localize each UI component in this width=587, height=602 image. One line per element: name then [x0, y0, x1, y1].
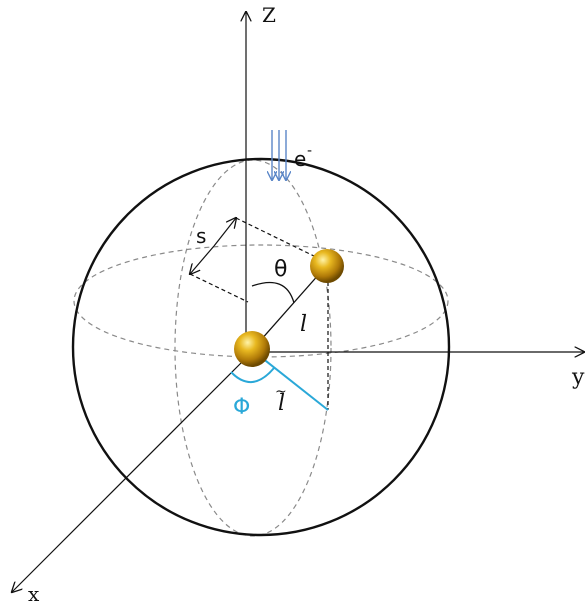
z-axis-label: Z: [262, 3, 276, 27]
phi-arc: [230, 367, 275, 383]
x-axis: [12, 351, 253, 592]
phi-label: Φ: [233, 395, 250, 420]
electron-charge-label: -: [307, 143, 312, 159]
s-dimension-arrow-back: [190, 245, 215, 274]
equator-ellipse: [73, 244, 449, 358]
sphere-outline: [71, 157, 451, 537]
x-axis-label: x: [28, 582, 40, 602]
l-tilde-mark: ~: [275, 384, 287, 400]
s-guide-upper: [235, 217, 317, 258]
l-tilde-label: l: [278, 391, 285, 416]
atom-upper: [310, 249, 344, 283]
s-guide-lower: [189, 273, 249, 303]
y-axis-label: y: [571, 365, 585, 390]
l-label: l: [300, 312, 307, 337]
s-label: s: [196, 224, 206, 248]
s-dimension-arrow: [213, 218, 236, 247]
theta-arc: [251, 281, 295, 304]
theta-label: θ: [274, 257, 287, 282]
electron-label: e: [294, 147, 306, 171]
atom-origin: [234, 331, 270, 367]
